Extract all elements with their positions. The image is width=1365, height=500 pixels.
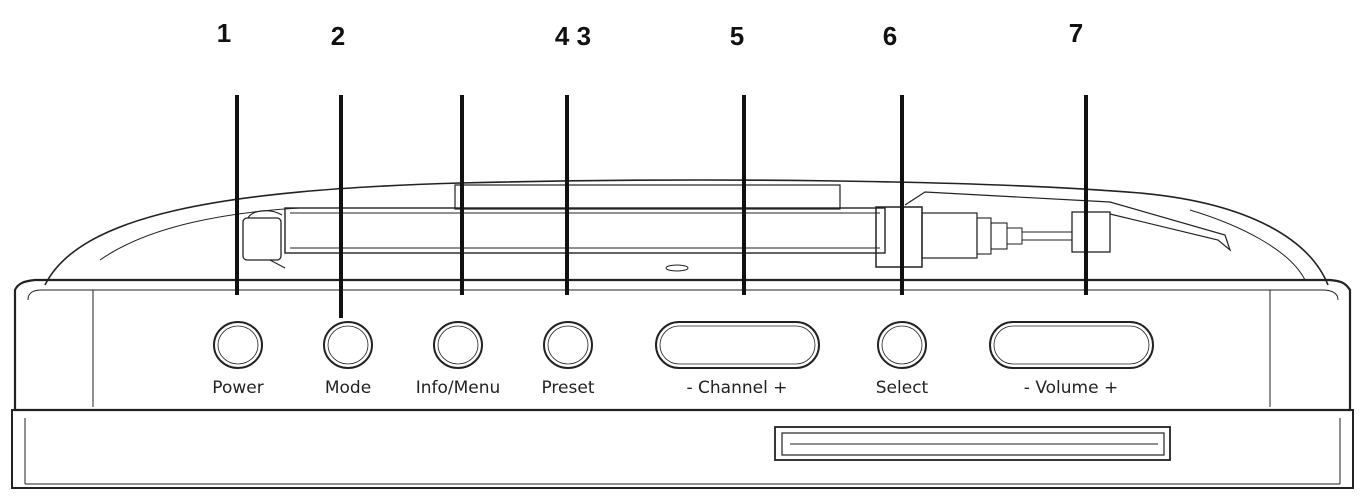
callout-number-4-3: 4 3 bbox=[555, 21, 591, 51]
card-slot bbox=[774, 426, 1171, 461]
select-label: Select bbox=[876, 378, 929, 398]
select-button[interactable] bbox=[877, 321, 927, 369]
button-labels: Power Mode Info/Menu Preset - Channel + … bbox=[212, 378, 1118, 398]
base-strip bbox=[11, 409, 1354, 489]
callout-numbers: 1 2 4 3 5 6 7 bbox=[217, 18, 1083, 51]
channel-label: - Channel + bbox=[687, 378, 788, 398]
info-menu-button[interactable] bbox=[433, 321, 483, 369]
volume-rocker-button[interactable] bbox=[989, 321, 1154, 369]
preset-label: Preset bbox=[541, 378, 594, 398]
mode-button[interactable] bbox=[323, 321, 373, 369]
info-menu-label: Info/Menu bbox=[416, 378, 501, 398]
power-label: Power bbox=[212, 378, 263, 398]
volume-label: - Volume + bbox=[1024, 378, 1118, 398]
callout-number-7: 7 bbox=[1069, 18, 1083, 48]
callout-leader-lines bbox=[235, 95, 1088, 318]
power-button[interactable] bbox=[213, 321, 263, 369]
preset-button[interactable] bbox=[543, 321, 593, 369]
channel-rocker-button[interactable] bbox=[655, 321, 820, 369]
front-panel bbox=[13, 278, 1352, 412]
callout-number-2: 2 bbox=[331, 21, 345, 51]
callout-number-5: 5 bbox=[730, 21, 744, 51]
antenna-rod bbox=[242, 184, 1232, 272]
mode-label: Mode bbox=[325, 378, 371, 398]
callout-number-1: 1 bbox=[217, 18, 231, 48]
radio-housing-top bbox=[44, 179, 1329, 286]
callout-number-6: 6 bbox=[883, 21, 897, 51]
